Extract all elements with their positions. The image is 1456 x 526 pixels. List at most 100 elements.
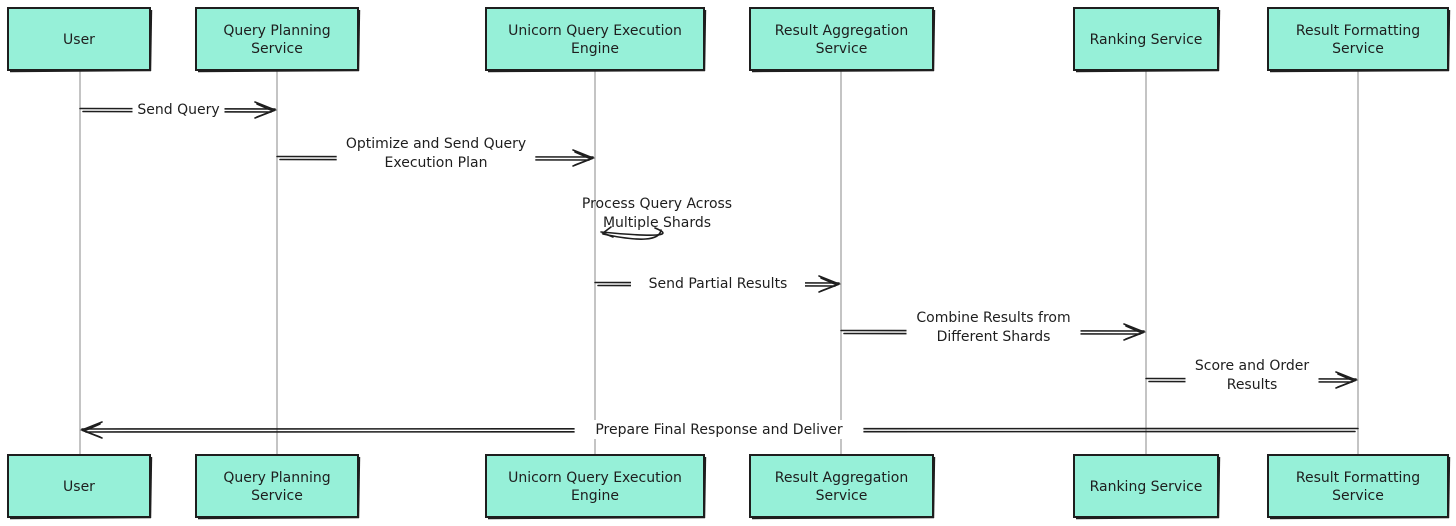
- sketch-stroke: [703, 9, 707, 72]
- participant-label: Result Formatting: [1296, 23, 1420, 39]
- participant-box: [195, 454, 359, 518]
- message-label: Process Query Across: [582, 196, 732, 212]
- message-7: Prepare Final Response and Deliver: [79, 420, 1359, 439]
- participant-label: Query Planning: [223, 470, 330, 486]
- sketch-stroke: [1269, 69, 1450, 73]
- message-label: Execution Plan: [385, 155, 488, 171]
- sketch-stroke: [932, 9, 936, 72]
- sketch-stroke: [9, 516, 152, 520]
- message-label: Results: [1227, 377, 1278, 393]
- sketch-stroke: [751, 69, 935, 73]
- participant-user-top: User: [7, 7, 153, 73]
- sketch-stroke: [932, 456, 936, 519]
- self-loop-arrow: [602, 229, 662, 240]
- label-background: [574, 420, 864, 439]
- participant-user-bottom: User: [7, 454, 153, 520]
- arrowhead: [820, 277, 840, 292]
- label-background: [1185, 356, 1319, 394]
- participant-label: User: [63, 32, 95, 48]
- label-background: [336, 134, 536, 172]
- participant-box: [1073, 454, 1219, 518]
- message-label: Combine Results from: [916, 310, 1070, 326]
- participant-ranking-bottom: Ranking Service: [1073, 454, 1221, 520]
- sketch-stroke: [149, 9, 153, 72]
- participant-box: [1267, 7, 1449, 71]
- participant-label: Service: [1332, 488, 1384, 504]
- participant-label: Unicorn Query Execution: [508, 470, 682, 486]
- sketch-stroke: [357, 9, 361, 72]
- participant-label: Ranking Service: [1090, 32, 1203, 48]
- message-label: Send Partial Results: [649, 276, 788, 292]
- sketch-stroke: [1447, 9, 1451, 72]
- sketch-stroke: [751, 516, 935, 520]
- participant-box: [7, 454, 151, 518]
- self-loop-arrow: [600, 227, 664, 236]
- participant-box: [749, 454, 934, 518]
- arrowhead: [256, 103, 276, 118]
- sketch-stroke: [357, 456, 361, 519]
- participant-box: [195, 7, 359, 71]
- arrowhead: [1125, 325, 1145, 340]
- participant-ranking-top: Ranking Service: [1073, 7, 1221, 73]
- message-label: Optimize and Send Query: [346, 136, 526, 152]
- sketch-stroke: [1217, 456, 1221, 519]
- sketch-stroke: [1447, 456, 1451, 519]
- message-label: Send Query: [137, 102, 219, 118]
- sketch-stroke: [1075, 69, 1220, 73]
- participant-label: Service: [816, 488, 868, 504]
- participant-label: Service: [1332, 41, 1384, 57]
- sketch-stroke: [197, 69, 360, 73]
- label-background: [906, 308, 1081, 346]
- participant-label: Service: [251, 488, 303, 504]
- sketch-stroke: [487, 516, 706, 520]
- participant-label: Service: [816, 41, 868, 57]
- sketch-stroke: [1217, 9, 1221, 72]
- participant-label: Result Aggregation: [775, 470, 908, 486]
- participant-box: [7, 7, 151, 71]
- participant-label: Service: [251, 41, 303, 57]
- arrowhead: [574, 151, 594, 166]
- label-background: [132, 100, 225, 119]
- participant-label: Unicorn Query Execution: [508, 23, 682, 39]
- message-label: Score and Order: [1195, 358, 1309, 374]
- participant-label: Result Formatting: [1296, 470, 1420, 486]
- sketch-stroke: [9, 69, 152, 73]
- sketch-stroke: [1269, 516, 1450, 520]
- message-label: Different Shards: [937, 329, 1051, 345]
- sketch-stroke: [703, 456, 707, 519]
- participant-label: Engine: [571, 488, 619, 504]
- sketch-stroke: [1075, 516, 1220, 520]
- message-4: Send Partial Results: [594, 274, 842, 293]
- participant-label: Engine: [571, 41, 619, 57]
- participant-label: Query Planning: [223, 23, 330, 39]
- participant-label: Ranking Service: [1090, 479, 1203, 495]
- sketch-stroke: [149, 456, 153, 519]
- message-label: Prepare Final Response and Deliver: [595, 422, 843, 438]
- arrowhead: [601, 226, 614, 238]
- participant-box: [485, 7, 705, 71]
- arrowhead: [1337, 373, 1357, 388]
- participant-label: User: [63, 479, 95, 495]
- participant-label: Result Aggregation: [775, 23, 908, 39]
- message-label: Multiple Shards: [603, 215, 711, 231]
- participant-box: [485, 454, 705, 518]
- arrowhead: [81, 423, 101, 438]
- sketch-stroke: [197, 516, 360, 520]
- participant-box: [1073, 7, 1219, 71]
- participant-box: [1267, 454, 1449, 518]
- message-1: Send Query: [79, 100, 278, 119]
- label-background: [631, 274, 805, 293]
